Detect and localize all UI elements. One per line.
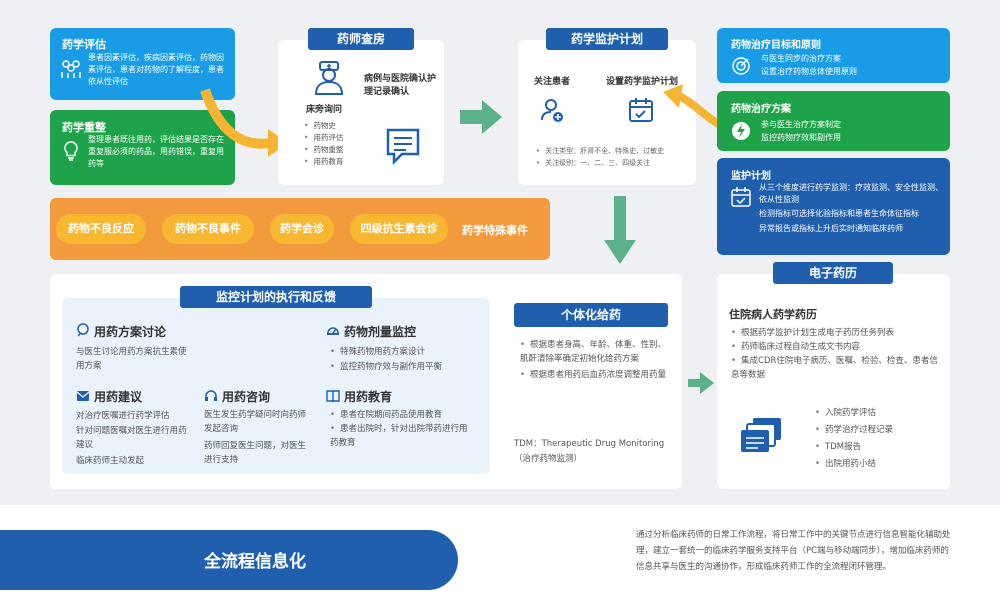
files-icon <box>741 418 781 452</box>
list-item: 药师临床过程自动生成文书内容 <box>731 340 943 354</box>
monitor-right-label: 设置药学监护计划 <box>606 77 679 87</box>
list-item: 监控药物疗效与副作用平衡 <box>330 360 442 375</box>
monitor-plan-tab: 药学监护计划 <box>546 28 668 50</box>
mail-icon <box>76 391 90 401</box>
footer-description: 通过分析临床药师的日常工作流程，将日常工作中的关键节点进行信息智能化辅助处理，建… <box>636 530 951 572</box>
arrow-right-icon <box>460 100 502 134</box>
list-item: 集成CDR住院电子病历、医嘱、检验、检查、患者信息等数据 <box>731 354 943 382</box>
event-pill: 四级抗生素会诊 <box>350 214 448 244</box>
list-item: 根据患者用药后血药浓度调整用药量 <box>520 368 670 382</box>
curved-arrow-icon <box>200 88 288 157</box>
lightbulb-icon <box>64 141 78 161</box>
consult-title: 用药咨询 <box>222 390 271 404</box>
list-item: 关注类型：肝肾不全、特殊史、过敏史 <box>536 145 664 157</box>
personal-tab: 个体化给药 <box>514 303 668 327</box>
consult-line: 药师回复医生问题，对医生进行支持 <box>204 441 307 465</box>
goal-line: 与医生同步的治疗方案 <box>761 54 841 63</box>
footer-banner: 全流程信息化 <box>0 530 458 590</box>
event-special: 药学特殊事件 <box>462 224 528 237</box>
arrow-right-small-icon <box>688 372 714 394</box>
monitor-left-label: 关注患者 <box>534 77 571 87</box>
education-list: 患者在院期间药品使用教育 患者出院时，针对出院带药进行用药教育 <box>330 408 470 450</box>
assessment-card: 药学评估 患者因素评估，疾病因素评估，药物因素评估，患者对药物的了解程度，患者依… <box>50 28 235 100</box>
emr-list: 根据药学监护计划生成电子药历任务列表 药师临床过程自动生成文书内容 集成CDR住… <box>731 326 943 382</box>
rounds-card: 药师查房 床旁询问 病例与医院确认护理记录确认 药物史 用药评估 药物重整 用药… <box>278 28 444 185</box>
monitor-notes: 关注类型：肝肾不全、特殊史、过敏史 关注级别：一、二、三、四级关注 <box>536 145 664 169</box>
dose-list: 特殊药物用药方案设计 监控药物疗效与副作用平衡 <box>330 345 442 375</box>
reconciliation-card: 药学重整 整理患者既往用药，评估结果是否存在重复服必须的药品，用药错误，重复用药… <box>50 110 235 185</box>
monitor-line: 从三个维度进行药学监测：疗效监测、安全性监测、依从性监测 <box>759 183 943 204</box>
advice-line: 针对问题医嘱对医生进行用药建议 <box>76 426 187 450</box>
emr-card: 电子药历 住院病人药学药历 根据药学监护计划生成电子药历任务列表 药师临床过程自… <box>717 262 950 489</box>
people-icon <box>61 60 81 78</box>
emr-docs-list: 入院药学评估 药学治疗过程记录 TDM报告 出院用药小结 <box>815 405 893 473</box>
consult-line: 医生发生药学疑问时向药师发起咨询 <box>204 410 307 434</box>
nurse-icon <box>314 61 344 95</box>
calendar-check-icon <box>731 187 751 207</box>
list-item: 药学治疗过程记录 <box>815 422 893 439</box>
list-item: 入院药学评估 <box>815 405 893 422</box>
assessment-title: 药学评估 <box>62 38 106 51</box>
therapy-line: 参与医生治疗方案制定 <box>761 120 841 129</box>
goal-title: 药物治疗目标和原则 <box>731 40 821 51</box>
monitor-line: 检测指标可选择化验指标和患者生命体征指标 <box>759 209 919 218</box>
event-pill: 药学会诊 <box>270 214 334 244</box>
tdm-note: TDM：Therapeutic Drug Monitoring（治疗药物监测） <box>514 439 665 464</box>
list-item: 患者在院期间药品使用教育 <box>330 408 470 422</box>
therapy-line: 监控药物疗效和副作用 <box>761 133 841 142</box>
goal-card: 药物治疗目标和原则 与医生同步的治疗方案 设置治疗药物总体使用原则 <box>717 28 950 83</box>
list-item: 特殊药物用药方案设计 <box>330 345 442 360</box>
discussion-icon <box>77 323 89 337</box>
advice-title: 用药建议 <box>94 390 143 404</box>
event-pill: 药物不良事件 <box>162 214 254 244</box>
advice-line: 对治疗医嘱进行药学评估 <box>76 411 170 421</box>
list-item: 用药教育 <box>304 156 343 168</box>
headset-icon <box>205 390 217 401</box>
dose-title: 药物剂量监控 <box>344 325 417 339</box>
bolt-icon <box>732 122 750 140</box>
discussion-title: 用药方案讨论 <box>94 325 167 339</box>
list-item: 用药评估 <box>304 132 343 144</box>
reconciliation-title: 药学重整 <box>62 121 106 134</box>
list-item: 患者出院时，针对出院带药进行用药教育 <box>330 422 470 450</box>
goal-line: 设置治疗药物总体使用原则 <box>761 67 857 76</box>
list-item: 根据药学监护计划生成电子药历任务列表 <box>731 326 943 340</box>
emr-tab: 电子药历 <box>773 262 893 284</box>
therapy-title: 药物治疗方案 <box>731 104 791 115</box>
list-item: 根据患者身高、年龄、体重、性别、肌酐清除率确定初始化给药方案 <box>520 338 670 366</box>
discussion-text: 与医生讨论用药方案抗生素使用方案 <box>76 347 187 371</box>
list-item: 出院用药小结 <box>815 456 893 473</box>
rounds-left-label: 床旁询问 <box>306 105 343 115</box>
advice-line: 临床药师主动发起 <box>76 456 145 466</box>
rounds-right-label: 病例与医院确认护理记录确认 <box>364 74 437 97</box>
execution-tab: 监控计划的执行和反馈 <box>180 286 372 308</box>
monitor-title: 监护计划 <box>731 171 771 182</box>
patient-add-icon <box>541 99 563 122</box>
calendar-icon <box>629 98 653 122</box>
chat-icon <box>386 128 420 166</box>
education-title: 用药教育 <box>344 390 393 404</box>
list-item: 药物史 <box>304 120 343 132</box>
dose-monitor-icon <box>327 327 339 335</box>
arrow-down-icon <box>604 196 636 264</box>
monitor-card: 监护计划 从三个维度进行药学监测：疗效监测、安全性监测、依从性监测 检测指标可选… <box>717 158 950 255</box>
monitor-plan-card: 药学监护计划 关注患者 设置药学监护计划 关注类型：肝肾不全、特殊史、过敏史 关… <box>518 28 696 185</box>
book-icon <box>326 390 340 403</box>
assessment-desc: 患者因素评估，疾病因素评估，药物因素评估，患者对药物的了解程度，患者依从性评估 <box>88 53 224 86</box>
rounds-list: 药物史 用药评估 药物重整 用药教育 <box>304 120 343 168</box>
list-item: 关注级别：一、二、三、四级关注 <box>536 157 664 169</box>
event-pill: 药物不良反应 <box>56 214 146 244</box>
footer-banner-text: 全流程信息化 <box>204 552 306 572</box>
emr-title: 住院病人药学药历 <box>729 308 817 321</box>
personal-list: 根据患者身高、年龄、体重、性别、肌酐清除率确定初始化给药方案 根据患者用药后血药… <box>520 338 670 382</box>
list-item: TDM报告 <box>815 439 893 456</box>
reconciliation-desc: 整理患者既往用药，评估结果是否存在重复服必须的药品，用药错误，重复用药等 <box>88 135 224 168</box>
rounds-tab: 药师查房 <box>308 28 414 50</box>
therapy-card: 药物治疗方案 参与医生治疗方案制定 监控药物疗效和副作用 <box>717 91 950 151</box>
list-item: 药物重整 <box>304 144 343 156</box>
monitor-line: 异常报告或指标上升后实时通知临床药师 <box>759 224 903 233</box>
target-icon <box>732 57 750 75</box>
